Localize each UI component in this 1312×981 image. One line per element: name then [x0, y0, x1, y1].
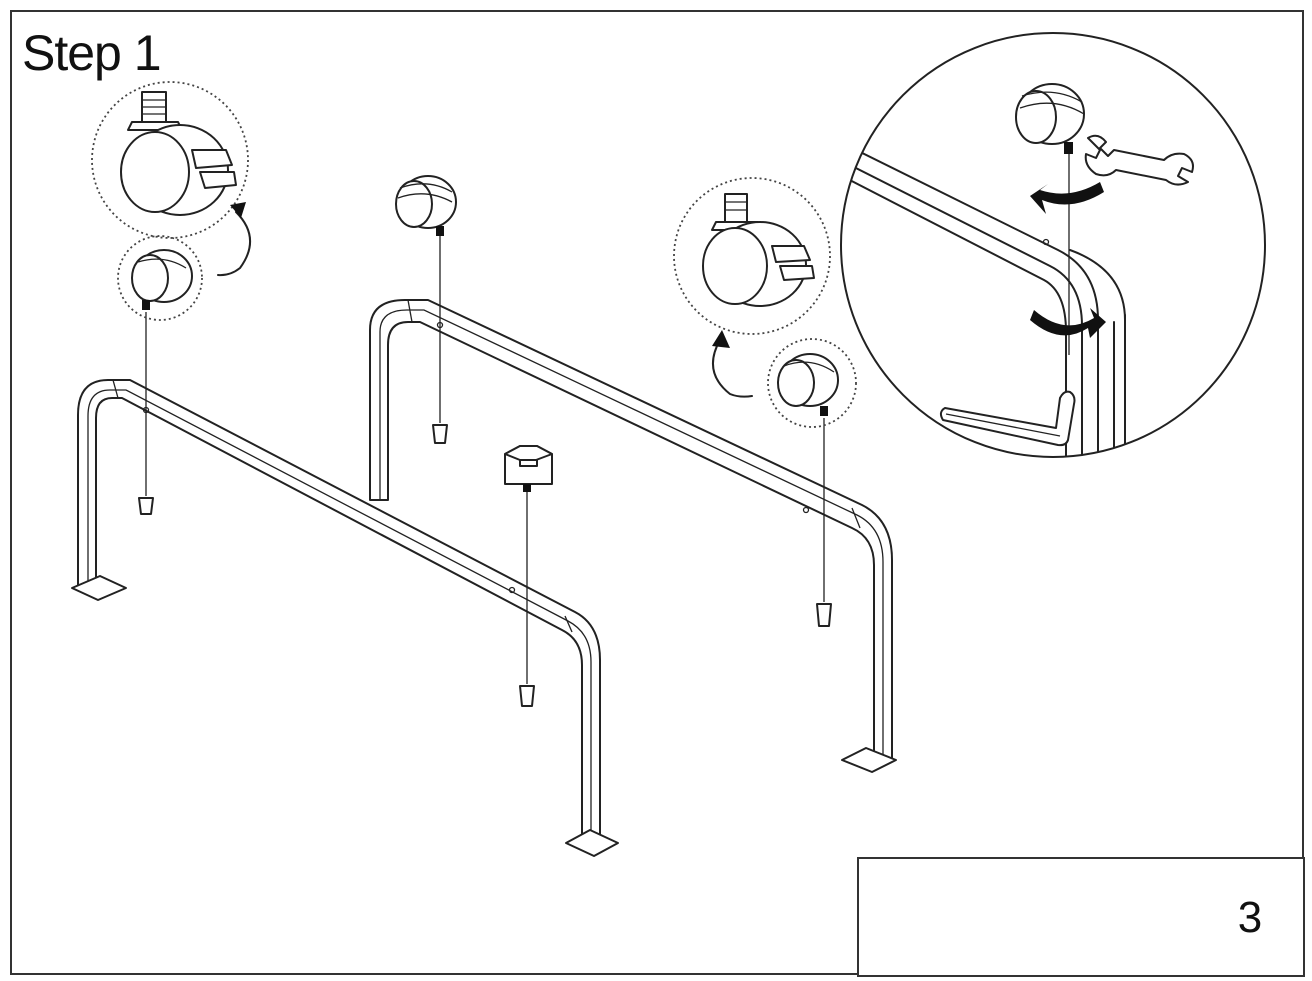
- brake-caster-icon: [673, 177, 831, 335]
- tools-box: [857, 857, 1305, 977]
- rotate-arrow-icon: [1030, 308, 1106, 338]
- glide-foot-icon: [504, 445, 553, 492]
- wrench-icon: [1084, 134, 1194, 186]
- rear-frame-icon: [369, 299, 897, 773]
- rotate-arrow-icon: [712, 339, 753, 398]
- allen-key-icon: [939, 390, 1076, 447]
- rotate-arrow-icon: [1030, 182, 1104, 214]
- brake-caster-icon: [91, 81, 249, 239]
- caster-wheel-icon: [1015, 83, 1085, 154]
- rotate-arrow-icon: [217, 211, 252, 277]
- front-frame-icon: [71, 379, 619, 857]
- tool-count: 3: [1237, 893, 1263, 942]
- zoom-detail-circle: [840, 32, 1266, 458]
- step-title: Step 1: [22, 25, 162, 81]
- caster-wheel-icon: [117, 235, 203, 321]
- caster-wheel-icon: [395, 175, 457, 236]
- page-border: [10, 10, 1304, 975]
- guide-lines: [145, 236, 825, 684]
- caster-wheel-icon: [767, 338, 857, 428]
